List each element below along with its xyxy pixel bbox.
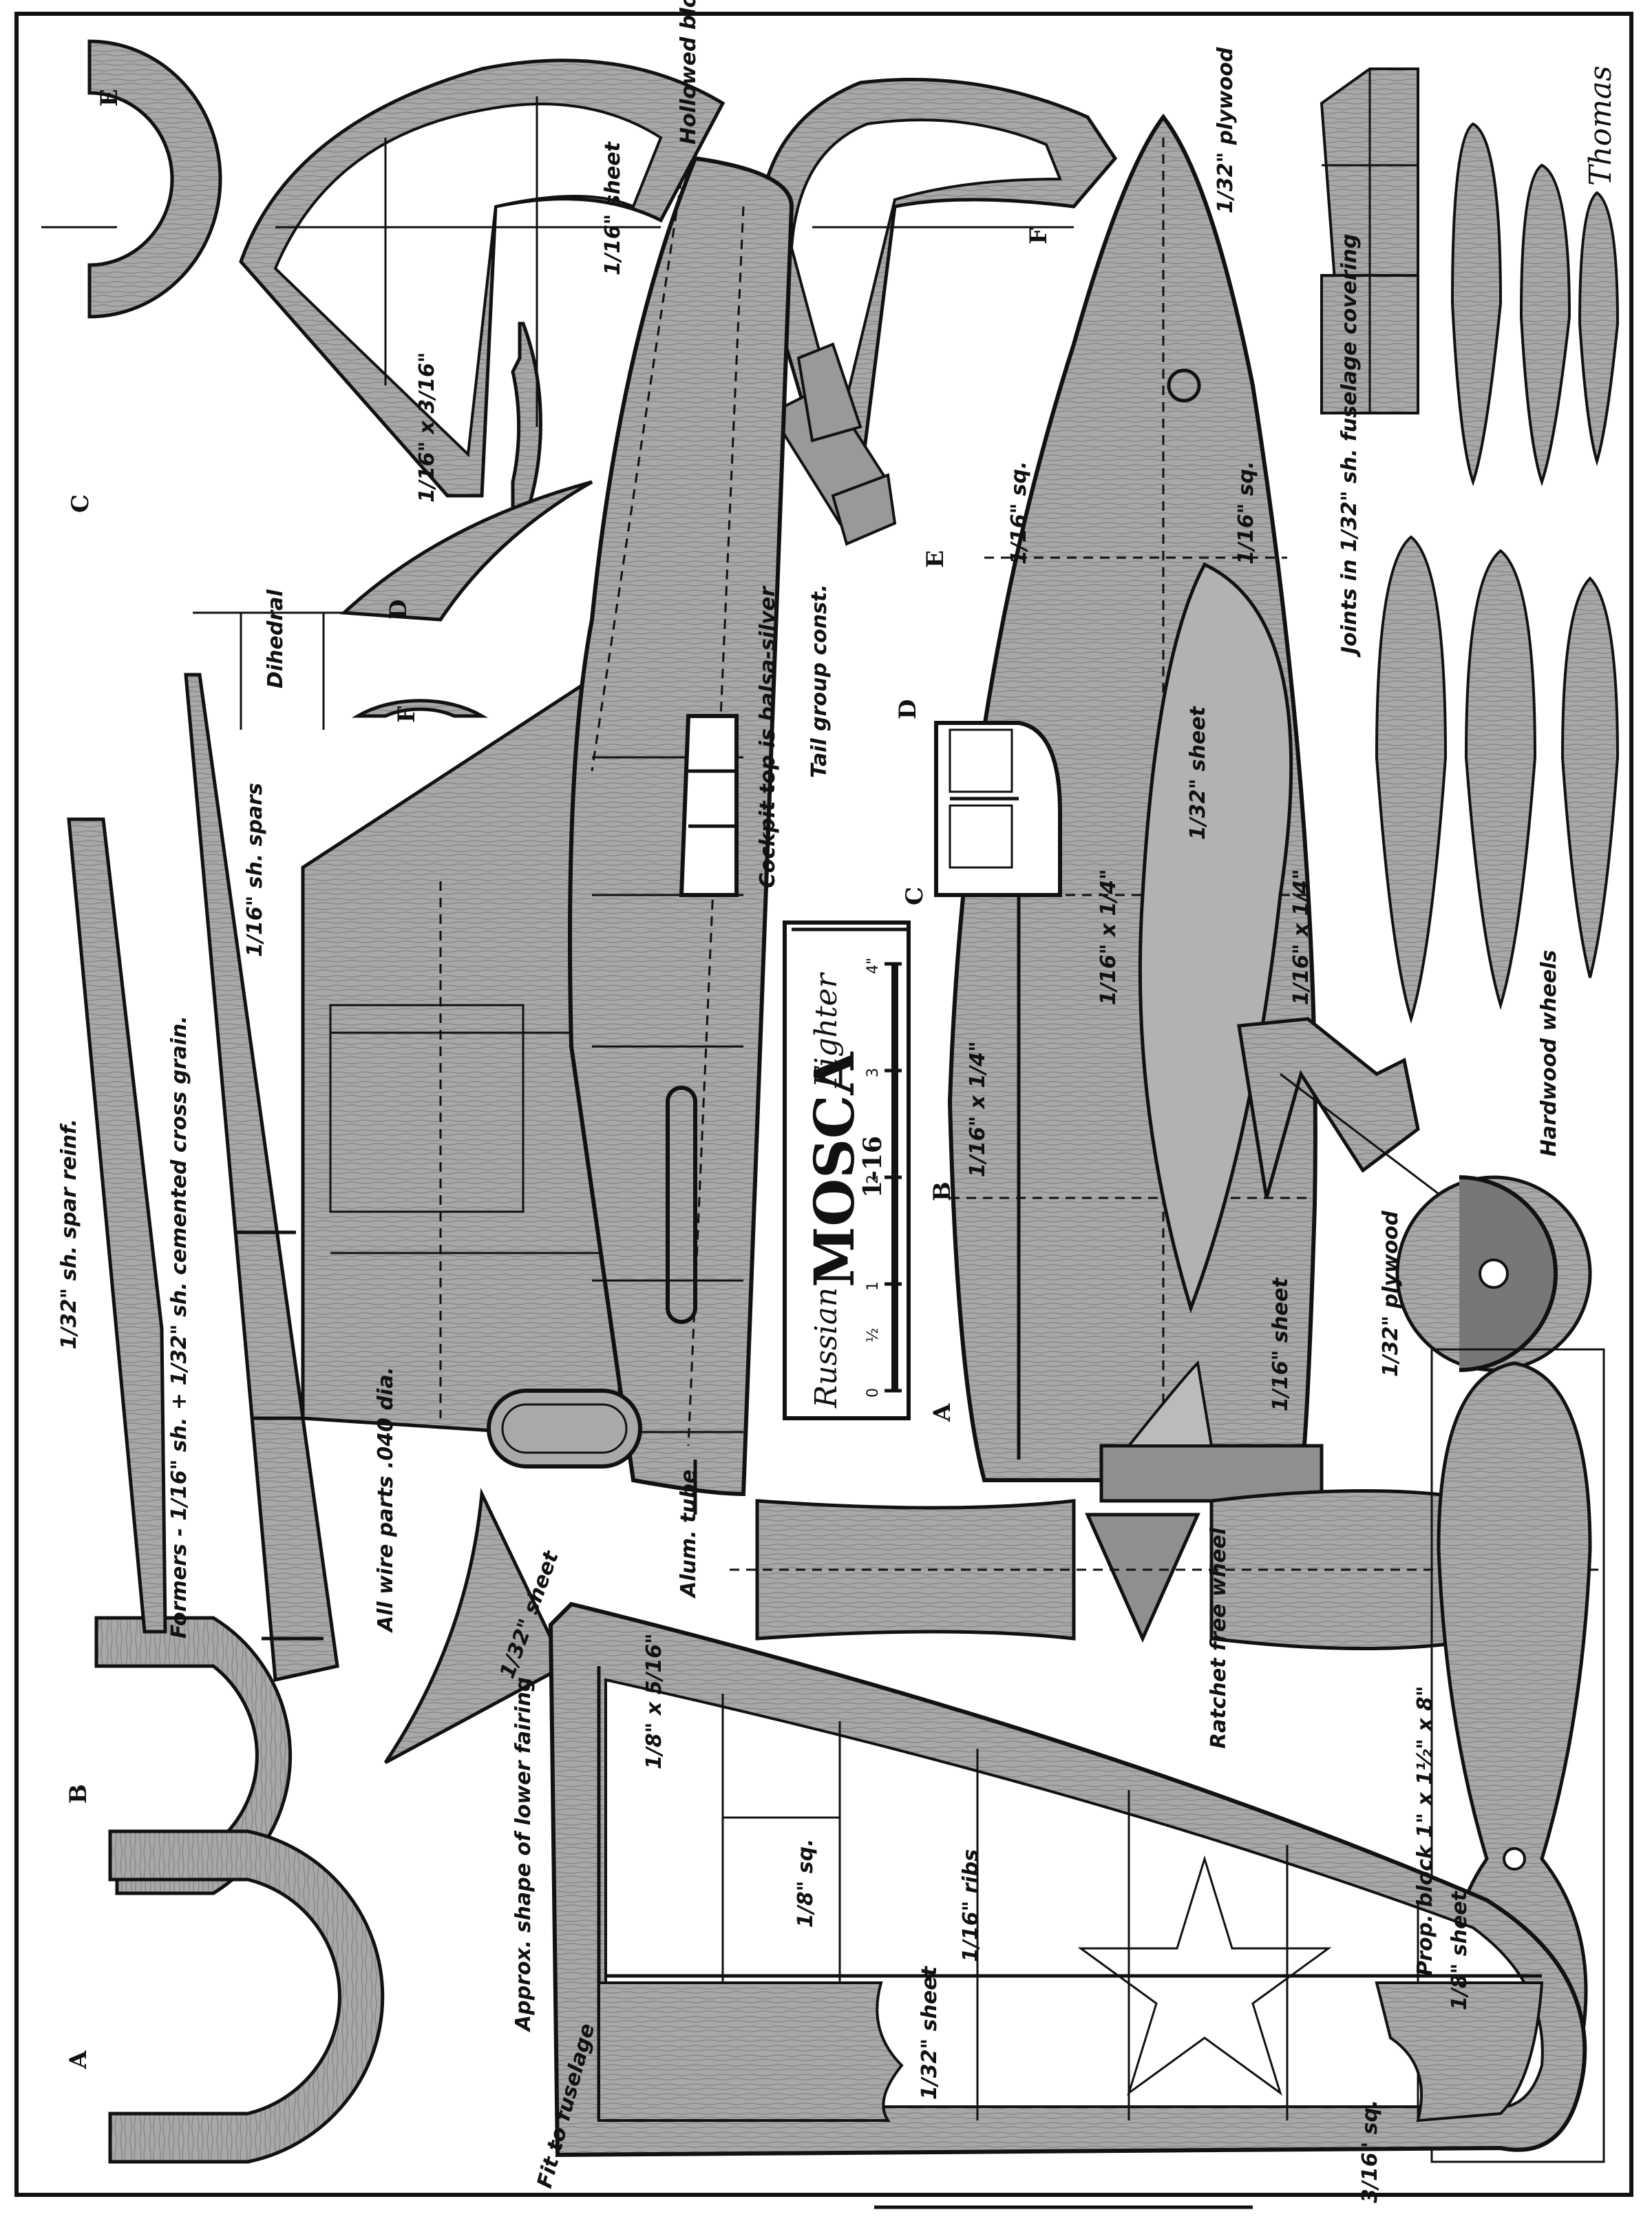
note-wing-sheet: 1/32" sheet: [918, 1965, 942, 2100]
note-sq-2: 1/16" sq.: [1234, 461, 1258, 565]
lower-fairing: 1/32" sheet: [383, 1487, 567, 1765]
landing-gear: [1237, 1017, 1592, 1372]
section-label-c: C: [67, 494, 94, 513]
station-d: D: [894, 699, 922, 719]
note-hardwood-wheels: Hardwood wheels: [1537, 950, 1561, 1157]
wing-planform: [548, 1601, 1587, 2158]
note-strip-c: 1/16" x 1/4": [1289, 869, 1313, 1005]
note-ratchet: Ratchet free wheel: [1207, 1527, 1231, 1749]
note-prop-block: Prop. block 1" x 1½" x 8": [1413, 1686, 1437, 1976]
title-prefix: Russian: [809, 1287, 844, 1409]
note-strip-a: 1/16" x 1/4": [966, 1041, 990, 1177]
title-scale: 1-16: [858, 1136, 887, 1198]
fuselage-side-view: [487, 156, 794, 1515]
station-c: C: [901, 887, 929, 905]
note-side-sheet: 1/32" sheet: [1186, 705, 1210, 840]
section-label-f: F: [393, 706, 421, 723]
fin-rudder: [239, 59, 726, 498]
note-sq-1-8: 1/8" sq.: [794, 1838, 818, 1928]
scale-tick-3: 3: [865, 1068, 882, 1077]
note-joints: Joints in 1/32" sh. fuselage covering: [1337, 234, 1362, 657]
title-name: MOSCA: [802, 1051, 867, 1287]
wing-ribs: [1375, 122, 1620, 1024]
note-formers: Formers - 1/16" sh. + 1/32" sh. cemented…: [167, 1015, 191, 1639]
wing-root-planform: [301, 657, 622, 1441]
station-a: A: [929, 1403, 956, 1422]
note-stab-strip: 1/16" x 3/16": [415, 352, 439, 503]
section-label-e: E: [96, 89, 123, 107]
former-F: F: [351, 699, 489, 723]
section-label-a: A: [65, 2050, 92, 2070]
scale-tick-half: ½: [865, 1328, 882, 1343]
station-e: E: [922, 550, 949, 568]
former-A: A: [65, 1829, 385, 2164]
note-alum-tube: Alum. tube: [677, 1470, 701, 1599]
note-sheet-1-8: 1/8" sheet: [1448, 1890, 1472, 2010]
note-strip-b: 1/16" x 1/4": [1097, 869, 1121, 1005]
note-ribs: 1/16" ribs: [959, 1849, 983, 1962]
dihedral-gauge: Dihedral: [193, 589, 344, 730]
sheet-border: [14, 12, 1633, 2197]
scale-tick-4: 4": [865, 958, 882, 974]
note-spars: 1/16" sh. spars: [243, 783, 267, 957]
station-f: F: [1025, 228, 1052, 244]
author-signature: Thomas: [1583, 65, 1618, 186]
section-label-d: D: [385, 600, 412, 620]
scale-tick-0: 0: [865, 1388, 882, 1398]
title-suffix: Fighter: [809, 971, 844, 1088]
note-sq-1: 1/16" sq.: [1007, 461, 1031, 565]
note-tail-group: Tail group const.: [807, 584, 832, 778]
note-lower-fairing: Approx. shape of lower fairing: [511, 1677, 536, 2032]
note-wire: All wire parts .040 dia.: [374, 1367, 398, 1633]
title-block: Russian MOSCA Fighter 1-16 0 ½ 1 2 3 4": [783, 920, 911, 1420]
scale-tick-2: 2: [865, 1175, 882, 1184]
spar-reinforcement: [67, 817, 167, 1634]
note-nose-sheet: 1/16" sheet: [1269, 1276, 1293, 1411]
note-gear-plywood: 1/32" plywood: [1379, 1210, 1403, 1377]
former-B: B: [65, 1616, 293, 1895]
station-markers: A B C D E F: [894, 228, 1052, 1422]
fuselage-covering-joints: [1320, 67, 1419, 414]
note-spar-1-8: 1/8" x 5/16": [642, 1633, 666, 1769]
section-label-b: B: [65, 1784, 92, 1804]
former-E: E: [41, 39, 222, 319]
former-D: D: [340, 480, 593, 622]
tail-group-sketch: [769, 342, 897, 546]
wing-spar: [184, 673, 339, 1683]
note-nose-plywood: 1/32" plywood: [1214, 47, 1238, 213]
fuselage-top-view: [934, 114, 1324, 1503]
note-hollowed-block: Hollowed block: [677, 0, 701, 145]
scale-tick-1: 1: [865, 1281, 882, 1291]
note-sq-3-16: 3/16" sq.: [1358, 2100, 1382, 2203]
note-cockpit-top: Cockpit top is balsa-silver: [756, 585, 780, 888]
note-sheet-fin: 1/16" sheet: [601, 140, 625, 275]
station-b: B: [929, 1181, 956, 1201]
note-dihedral: Dihedral: [264, 589, 288, 688]
note-spar-reinf: 1/32" sh. spar reinf.: [57, 1119, 81, 1349]
